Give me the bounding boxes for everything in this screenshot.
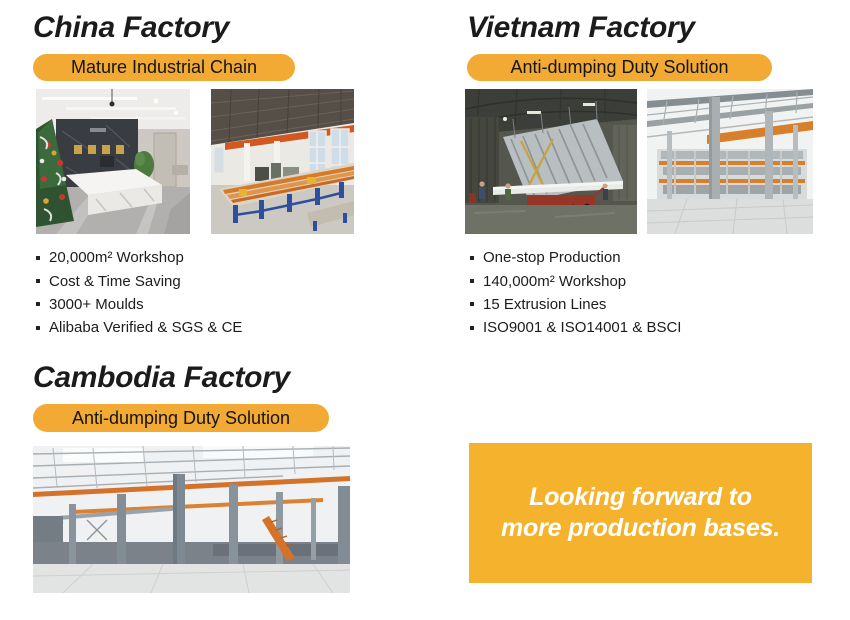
bullet-item: 15 Extrusion Lines xyxy=(470,293,800,316)
bullet-item: Alibaba Verified & SGS & CE xyxy=(36,316,346,339)
bullet-item: One-stop Production xyxy=(470,246,800,269)
extrusion-workshop-photo xyxy=(211,89,354,234)
cambodia-factory-badge: Anti-dumping Duty Solution xyxy=(33,404,329,432)
china-factory-title: China Factory xyxy=(33,11,230,44)
bullet-text: Cost & Time Saving xyxy=(49,272,181,290)
bullet-square-icon xyxy=(470,255,474,260)
bullet-item: Cost & Time Saving xyxy=(36,269,346,292)
bullet-square-icon xyxy=(36,302,40,307)
cambodia-factory-photo xyxy=(33,446,350,593)
bullet-square-icon xyxy=(36,279,40,284)
office-reception-photo xyxy=(36,89,190,234)
bullet-item: ISO9001 & ISO14001 & BSCI xyxy=(470,316,800,339)
mould-warehouse-photo xyxy=(647,89,813,234)
bullet-text: 15 Extrusion Lines xyxy=(483,295,607,313)
vietnam-factory-badge: Anti-dumping Duty Solution xyxy=(467,54,772,81)
bullet-square-icon xyxy=(470,279,474,284)
china-factory-photo-office xyxy=(36,89,190,234)
bullet-item: 140,000m² Workshop xyxy=(470,269,800,292)
profile-hanging-line-photo xyxy=(465,89,637,234)
bullet-text: 20,000m² Workshop xyxy=(49,249,184,267)
cambodia-factory-title: Cambodia Factory xyxy=(33,361,290,394)
bullet-text: 3000+ Moulds xyxy=(49,295,144,313)
bullet-square-icon xyxy=(36,255,40,260)
china-factory-photo-workshop xyxy=(211,89,354,234)
cta-line-2: more production bases. xyxy=(501,514,780,542)
vietnam-factory-photo-warehouse xyxy=(647,89,813,234)
cta-line-1: Looking forward to xyxy=(529,483,752,511)
bullet-square-icon xyxy=(470,302,474,307)
bullet-square-icon xyxy=(36,325,40,330)
cta-box: Looking forward to more production bases… xyxy=(469,443,812,583)
vietnam-bullet-list: One-stop Production 140,000m² Workshop 1… xyxy=(470,246,800,340)
bullet-square-icon xyxy=(470,325,474,330)
bullet-item: 20,000m² Workshop xyxy=(36,246,346,269)
china-bullet-list: 20,000m² Workshop Cost & Time Saving 300… xyxy=(36,246,346,340)
steel-structure-workshop-photo xyxy=(33,446,350,593)
bullet-text: Alibaba Verified & SGS & CE xyxy=(49,319,243,337)
bullet-text: 140,000m² Workshop xyxy=(483,272,627,290)
bullet-text: One-stop Production xyxy=(483,249,621,267)
bullet-text: ISO9001 & ISO14001 & BSCI xyxy=(483,319,682,337)
china-factory-badge: Mature Industrial Chain xyxy=(33,54,295,81)
vietnam-factory-photo-line xyxy=(465,89,637,234)
vietnam-factory-title: Vietnam Factory xyxy=(467,11,695,44)
bullet-item: 3000+ Moulds xyxy=(36,293,346,316)
